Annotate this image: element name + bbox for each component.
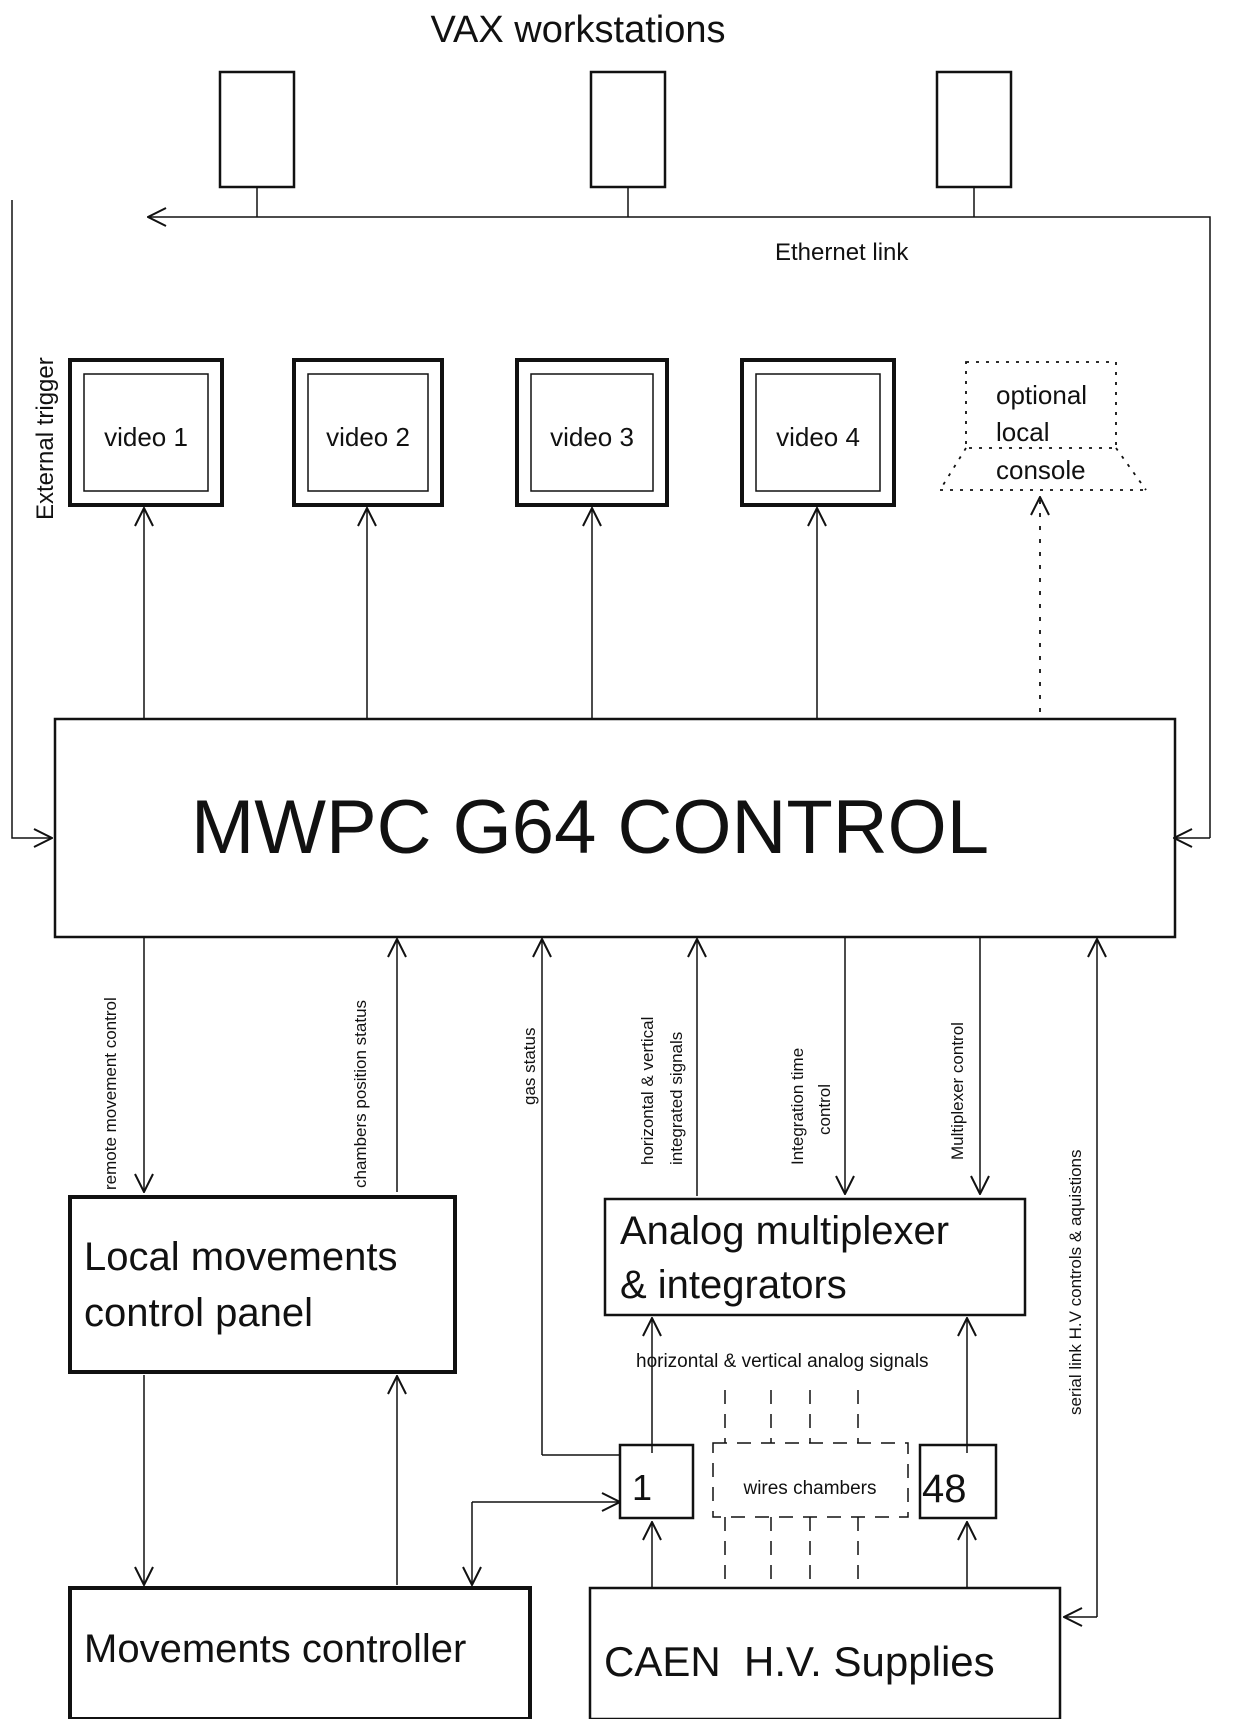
- video-2-label: video 2: [326, 422, 410, 452]
- wires-chambers-dashed: [712, 1390, 909, 1585]
- console-line-2: local: [996, 417, 1049, 447]
- mwpc-g64-control-box: [53, 717, 1177, 939]
- movements-controller-label: Movements controller: [84, 1627, 466, 1671]
- local-movements-panel-box: [68, 1195, 457, 1374]
- chamber-1-box: [618, 1443, 695, 1520]
- chambers-position-label: chambers position status: [351, 1000, 370, 1188]
- gas-status-label: gas status: [520, 1028, 539, 1106]
- ethernet-link-line: [148, 217, 1211, 838]
- video-monitor-3: video 3: [515, 358, 669, 507]
- external-trigger-line: [11, 200, 52, 838]
- video-monitor-1: video 1: [68, 358, 224, 507]
- vax-workstation-1: [218, 70, 296, 189]
- chamber-48-box: [918, 1443, 998, 1520]
- chamber-1-label: 1: [632, 1467, 652, 1508]
- vax-workstation-2: [589, 70, 667, 189]
- multiplexer-control-label: Multiplexer control: [948, 1022, 967, 1160]
- caen-hv-supplies-box: [588, 1586, 1062, 1719]
- multiplexer-line-1: Analog multiplexer: [620, 1209, 949, 1253]
- chamber-48-label: 48: [922, 1467, 967, 1511]
- analog-multiplexer-box: [603, 1197, 1027, 1317]
- caen-hv-label: CAEN H.V. Supplies: [604, 1638, 995, 1685]
- vax-workstation-3: [935, 70, 1013, 189]
- wires-chambers-label: wires chambers: [742, 1478, 876, 1499]
- movements-controller-box: [68, 1586, 532, 1719]
- video-3-label: video 3: [550, 422, 634, 452]
- integrated-signals-label-2: integrated signals: [667, 1032, 686, 1165]
- diagram-title: VAX workstations: [431, 9, 726, 51]
- optional-local-console: optional local console: [939, 361, 1147, 491]
- external-trigger-label: External trigger: [32, 357, 59, 520]
- ethernet-link-label: Ethernet link: [775, 239, 909, 266]
- integration-time-label-1: Integration time: [788, 1048, 807, 1165]
- console-line-3: console: [996, 455, 1086, 485]
- control-label: MWPC G64 CONTROL: [191, 785, 989, 870]
- integration-time-label-2: control: [815, 1084, 834, 1135]
- analog-signals-label: horizontal & vertical analog signals: [636, 1351, 929, 1372]
- video-monitor-4: video 4: [740, 358, 896, 507]
- panel-line-1: Local movements: [84, 1235, 397, 1279]
- panel-line-2: control panel: [84, 1291, 313, 1335]
- serial-link-label: serial link H.V controls & aquistions: [1066, 1149, 1085, 1415]
- multiplexer-line-2: & integrators: [620, 1263, 847, 1307]
- integrated-signals-label-1: horizontal & vertical: [638, 1017, 657, 1165]
- remote-movement-label: remote movement control: [101, 997, 120, 1190]
- video-1-label: video 1: [104, 422, 188, 452]
- video-4-label: video 4: [776, 422, 860, 452]
- console-line-1: optional: [996, 380, 1087, 410]
- video-monitor-2: video 2: [292, 358, 444, 507]
